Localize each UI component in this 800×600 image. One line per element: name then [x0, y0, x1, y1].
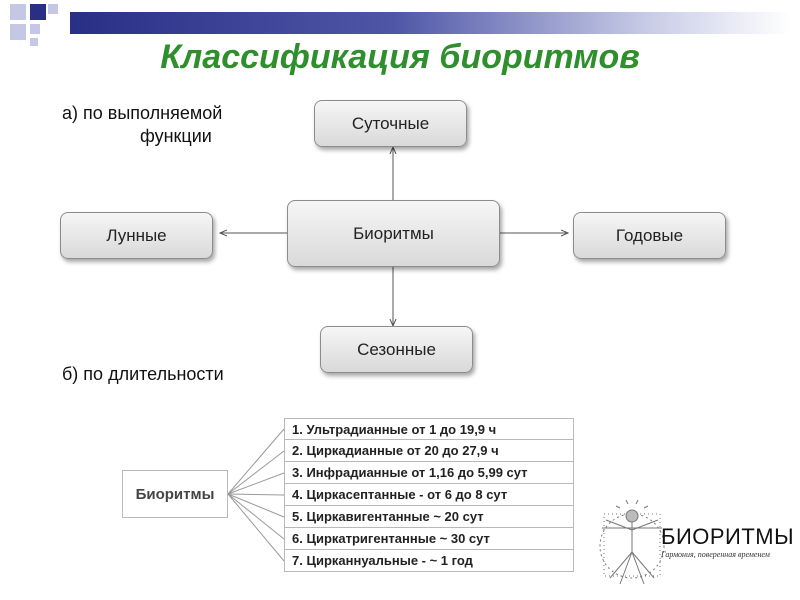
- duration-fan-lines: [227, 428, 285, 562]
- duration-list: 1. Ультрадианные от 1 до 19,9 ч 2. Цирка…: [284, 418, 574, 572]
- duration-root-box: Биоритмы: [122, 470, 228, 518]
- duration-item-2: 2. Циркадианные от 20 до 27,9 ч: [284, 440, 574, 462]
- section-a-label-line1: а) по выполняемой: [62, 103, 223, 123]
- node-lunar: Лунные: [60, 212, 213, 259]
- logo-title: БИОРИТМЫ: [661, 524, 795, 549]
- node-yearly: Годовые: [573, 212, 726, 259]
- duration-item-1: 1. Ультрадианные от 1 до 19,9 ч: [284, 418, 574, 440]
- node-center-biorhythms: Биоритмы: [287, 200, 500, 267]
- node-daily: Суточные: [314, 100, 467, 147]
- duration-item-6: 6. Циркатригентанные ~ 30 сут: [284, 528, 574, 550]
- duration-item-7: 7. Цирканнуальные - ~ 1 год: [284, 550, 574, 572]
- vitruvian-man-icon: [599, 499, 665, 585]
- section-b-label: б) по длительности: [62, 364, 224, 384]
- duration-item-3: 3. Инфрадианные от 1,16 до 5,99 сут: [284, 462, 574, 484]
- section-a-label-line2: функции: [140, 126, 212, 146]
- node-seasonal: Сезонные: [320, 326, 473, 373]
- logo-subtitle: Гармония, поверенная временем: [661, 550, 770, 559]
- duration-item-4: 4. Циркасептанные - от 6 до 8 сут: [284, 484, 574, 506]
- duration-item-5: 5. Циркавигентанные ~ 20 сут: [284, 506, 574, 528]
- page-title: Классификация биоритмов: [160, 38, 640, 76]
- header-gradient-bar: [70, 12, 790, 34]
